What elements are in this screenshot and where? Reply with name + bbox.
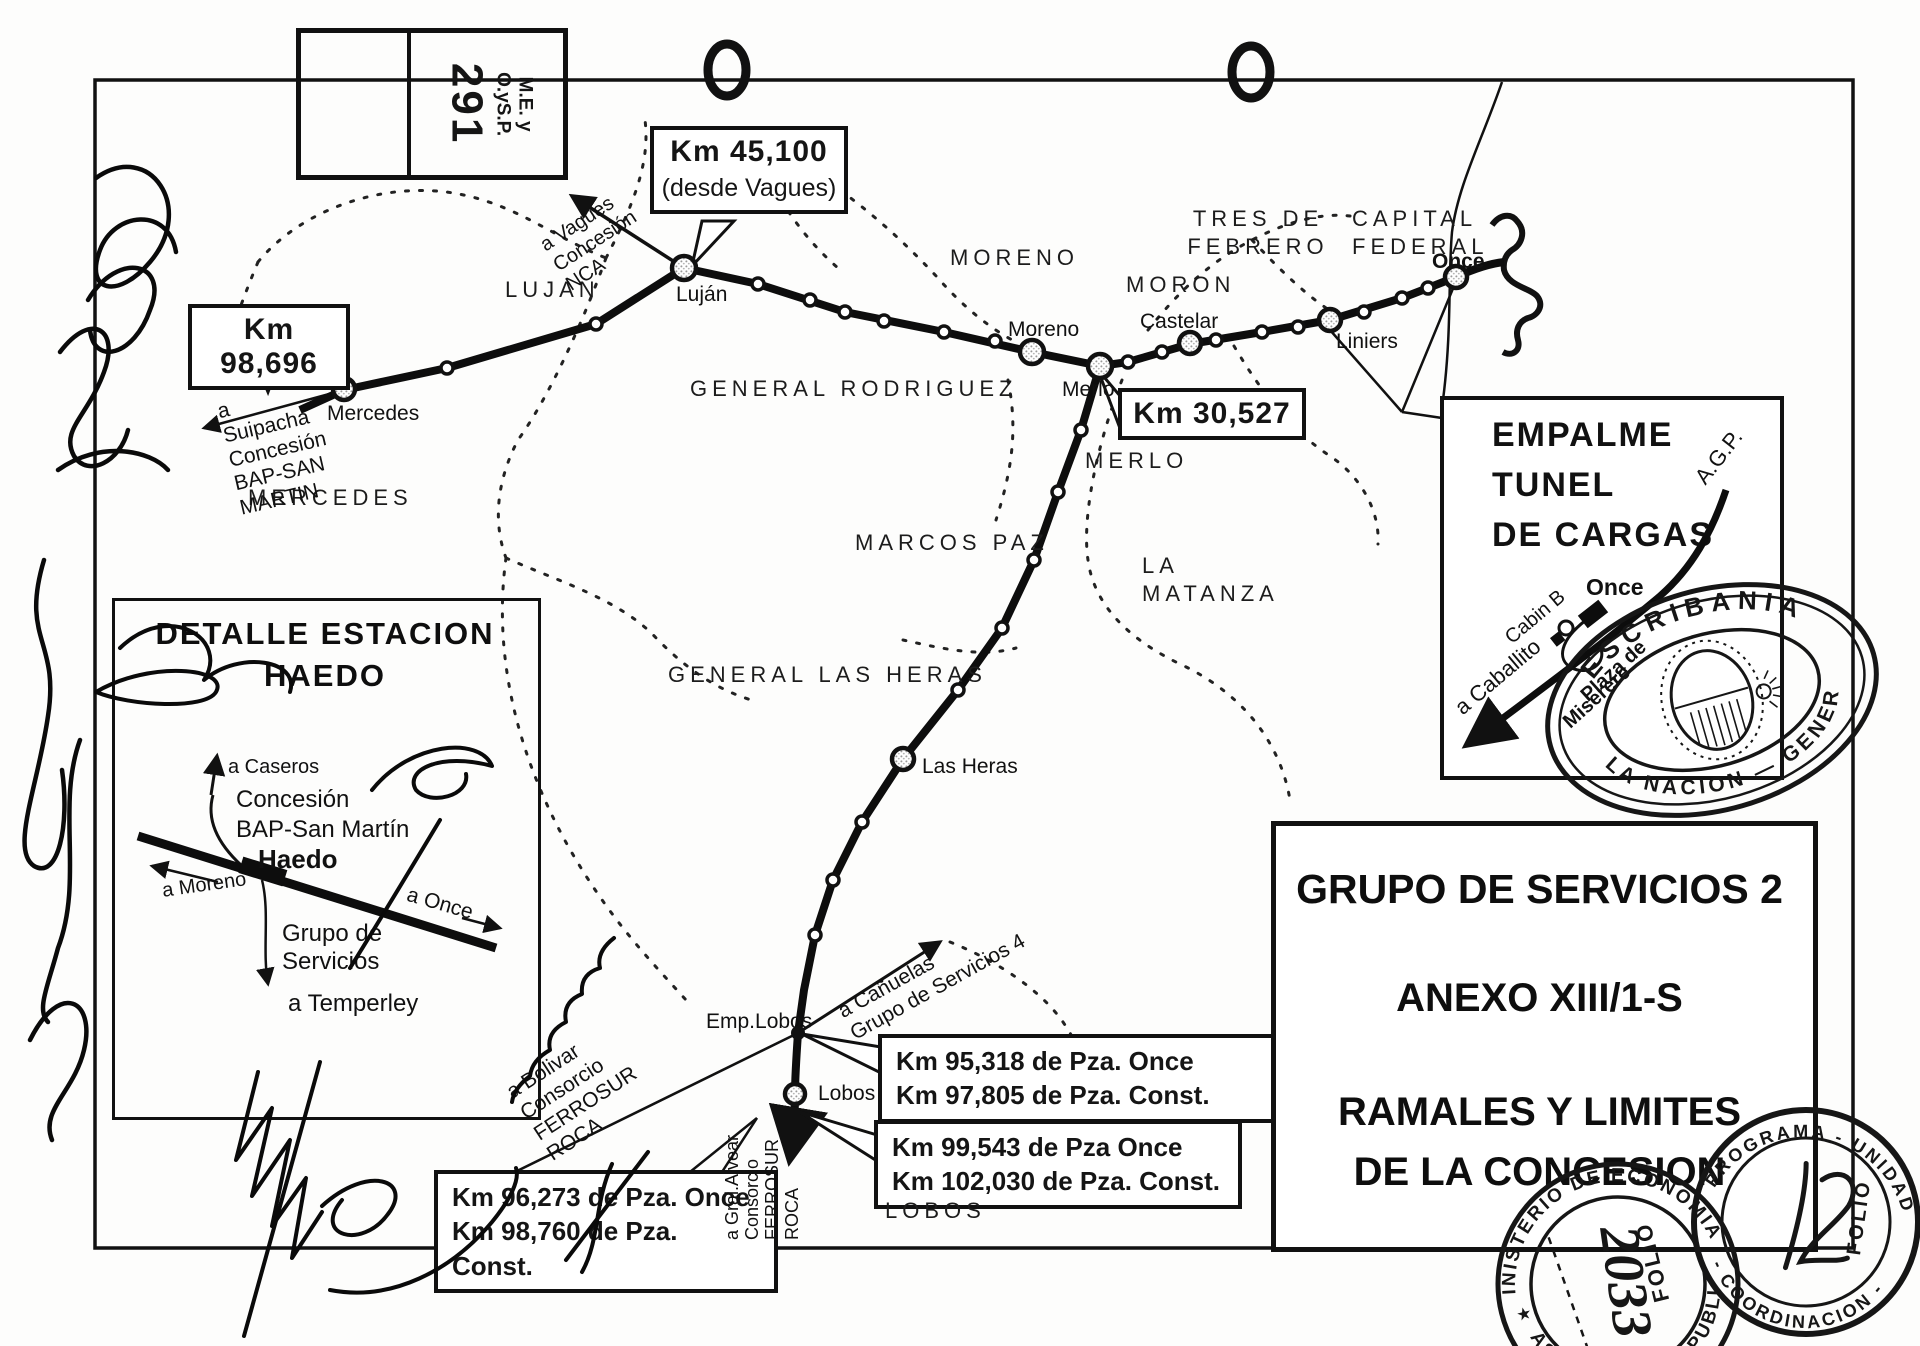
haedo-inset-title2: HAEDO <box>264 658 386 693</box>
region-lujan: LUJAN <box>505 277 600 302</box>
km-98696-value: Km 98,696 <box>220 313 318 380</box>
haedo-station-label: Haedo <box>258 844 338 874</box>
haedo-a-caseros: a Caseros <box>228 756 320 778</box>
km-102030-const: Km 102,030 de Pza. Const. <box>892 1166 1221 1197</box>
haedo-bap-san-martin: BAP-San Martín <box>236 816 410 843</box>
station-label-emp-lobos: Emp.Lobos <box>706 1010 813 1033</box>
station-label-liniers: Liniers <box>1336 330 1398 353</box>
region-marcos-paz: MARCOS PAZ <box>855 530 1049 555</box>
region-general-rodriguez: GENERAL RODRIGUEZ <box>690 376 1018 401</box>
binder-hole-icon <box>1227 41 1275 103</box>
callout-pointers <box>247 219 1123 1164</box>
haedo-concesion: Concesión <box>236 786 350 813</box>
km-96273-once: Km 96,273 de Pza. Once <box>452 1182 750 1212</box>
region-tres-de-febrero: TRES DE FEBRERO <box>1187 206 1329 259</box>
region-general-las-heras: GENERAL LAS HERAS <box>668 662 987 687</box>
haedo-inset-box <box>112 598 541 1120</box>
region-capital-federal: CAPITAL FEDERAL <box>1352 206 1489 259</box>
haedo-grupo-de: Grupo de <box>282 920 383 947</box>
region-lobos: LOBOS <box>885 1198 986 1223</box>
alvear-line4: ROCA <box>782 1187 803 1240</box>
empalme-title1: EMPALME <box>1492 416 1674 454</box>
region-merlo: MERLO <box>1085 448 1189 473</box>
registry-stamp-text: M.E. y O.yS.P. 291 <box>413 33 563 175</box>
haedo-a-temperley: a Temperley <box>288 990 419 1017</box>
registry-stamp-box: M.E. y O.yS.P. 291 <box>296 28 568 180</box>
branch-vagues-line <box>568 193 685 270</box>
empalme-title2: TUNEL <box>1492 466 1616 504</box>
registry-number: 291 <box>442 62 492 146</box>
registry-ministry-line2: O.yS.P. <box>492 71 514 137</box>
station-label-castelar: Castelar <box>1140 310 1219 333</box>
km-95318-once: Km 95,318 de Pza. Once <box>896 1046 1194 1076</box>
station-label-las-heras: Las Heras <box>922 755 1018 778</box>
title-anexo: ANEXO XIII/1-S <box>1396 976 1683 1020</box>
callout-km-99543: Km 99,543 de Pza Once Km 102,030 de Pza.… <box>874 1120 1242 1209</box>
station-label-once: Once <box>1432 250 1485 273</box>
haedo-servicios: Servicios <box>282 948 380 975</box>
station-label-lobos: Lobos <box>818 1082 876 1105</box>
empalme-once: Once <box>1586 574 1644 600</box>
title-grupo-servicios: GRUPO DE SERVICIOS 2 <box>1296 866 1783 912</box>
region-mercedes: MERCEDES <box>248 485 413 510</box>
km-98760-const: Km 98,760 de Pza. Const. <box>452 1216 678 1281</box>
km-99543-once: Km 99,543 de Pza Once <box>892 1132 1183 1162</box>
title-concesion: DE LA CONCESION <box>1353 1150 1726 1194</box>
junction-emp-lobos <box>791 1026 805 1040</box>
km-45100-origin: (desde Vagues) <box>661 174 837 202</box>
title-ramales: RAMALES Y LIMITES <box>1337 1090 1741 1134</box>
station-label-moreno: Moreno <box>1008 318 1080 341</box>
station-label-lujan: Luján <box>676 283 728 306</box>
capital-federal-boundary <box>1441 81 1504 401</box>
empalme-title3: DE CARGAS <box>1492 516 1715 554</box>
callout-km-30527: Km 30,527 <box>1118 388 1306 440</box>
callout-km-98696: Km 98,696 <box>188 304 350 390</box>
registry-ministry-line1: M.E. y <box>514 76 536 132</box>
station-label-mercedes: Mercedes <box>327 402 420 425</box>
alvear-line2: Consorcio <box>742 1158 763 1240</box>
branch-label-alvear: a Gral.Alvear Consorcio FERROSUR ROCA <box>722 1135 803 1240</box>
stations-dots <box>330 253 1470 1107</box>
region-moreno: MORENO <box>950 245 1079 270</box>
binder-hole-icon <box>703 39 751 101</box>
region-moron: MORON <box>1126 272 1236 297</box>
coastline <box>1489 212 1544 357</box>
branch-canuelas-line <box>797 940 943 1035</box>
callout-km-95318: Km 95,318 de Pza. Once Km 97,805 de Pza.… <box>878 1034 1278 1123</box>
callout-km-45100: Km 45,100 (desde Vagues) <box>650 126 848 214</box>
km-45100-value: Km 45,100 <box>670 135 828 168</box>
haedo-inset-title1: DETALLE ESTACION <box>155 616 495 651</box>
km-97805-const: Km 97,805 de Pza. Const. <box>896 1080 1210 1111</box>
km-30527-value: Km 30,527 <box>1133 397 1291 430</box>
registry-stamp-divider <box>407 33 411 175</box>
region-la-matanza: LA MATANZA <box>1142 553 1279 606</box>
alvear-line3: FERROSUR <box>762 1138 783 1240</box>
empalme-pointer <box>1329 285 1456 420</box>
km96-pointer <box>689 1117 759 1173</box>
station-label-merlo: Merlo <box>1062 378 1115 401</box>
alvear-line1: a Gral.Alvear <box>722 1134 742 1240</box>
